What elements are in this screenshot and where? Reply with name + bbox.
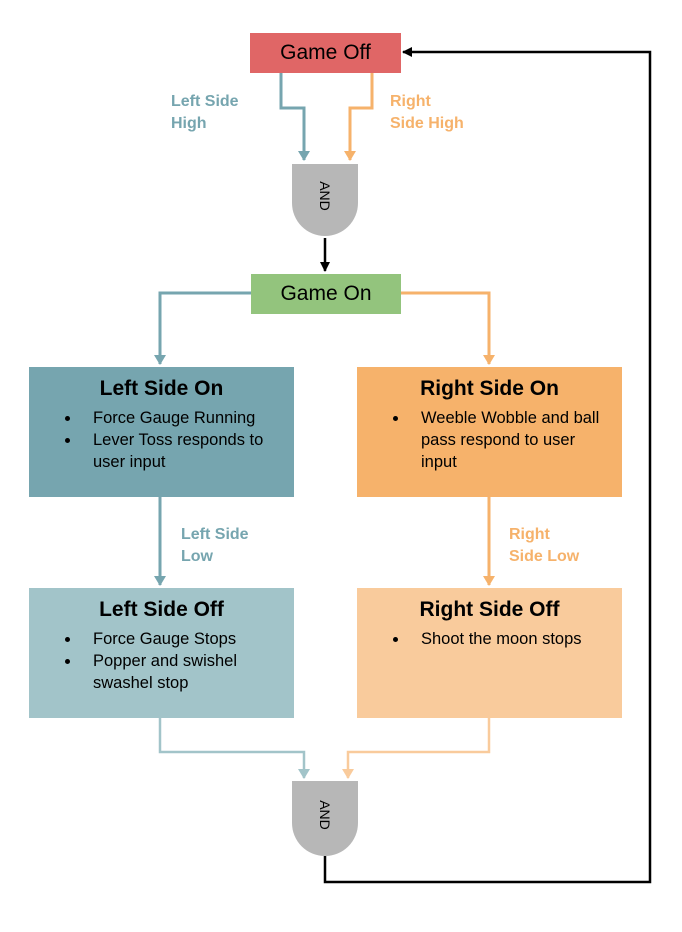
edge-label-right-high: Right Side High	[390, 91, 464, 135]
and-gate-top-label: AND	[317, 181, 333, 211]
list-item: Force Gauge Running	[81, 407, 280, 429]
edge-label-line: Left Side	[181, 526, 249, 543]
node-game-on: Game On	[251, 274, 401, 314]
edge-label-left-high: Left Side High	[171, 91, 239, 135]
edge-loop-back	[323, 47, 652, 884]
list-item: Lever Toss responds to user input	[81, 429, 280, 473]
node-left-side-on-list: Force Gauge Running Lever Toss responds …	[43, 407, 280, 473]
node-game-on-label: Game On	[280, 282, 372, 305]
edge-label-line: High	[171, 115, 207, 132]
node-right-side-off: Right Side Off Shoot the moon stops	[357, 588, 622, 718]
list-item: Popper and swishel swashel stop	[81, 650, 280, 694]
edge-label-line: Side High	[390, 115, 464, 132]
node-game-off: Game Off	[250, 33, 401, 73]
list-item: Shoot the moon stops	[409, 628, 608, 650]
and-gate-bottom-shape	[292, 781, 358, 856]
edge-right-off-to-and	[342, 718, 491, 779]
node-left-side-off: Left Side Off Force Gauge Stops Popper a…	[29, 588, 294, 718]
edge-right-high	[344, 73, 374, 161]
and-gate-bottom-label: AND	[317, 800, 333, 830]
edge-left-off-to-and	[158, 718, 310, 779]
edge-game-on-right	[401, 291, 495, 365]
node-right-side-on-title: Right Side On	[420, 377, 559, 400]
edge-label-right-low: Right Side Low	[509, 524, 579, 568]
node-left-side-on-title: Left Side On	[99, 377, 224, 400]
node-left-side-off-list: Force Gauge Stops Popper and swishel swa…	[43, 628, 280, 694]
node-left-side-on: Left Side On Force Gauge Running Lever T…	[29, 367, 294, 497]
list-item: Weeble Wobble and ball pass respond to u…	[409, 407, 608, 473]
node-right-side-on-list: Weeble Wobble and ball pass respond to u…	[371, 407, 608, 473]
edge-game-on-left	[154, 291, 251, 365]
edge-label-line: Low	[181, 548, 213, 565]
edge-label-line: Right	[509, 526, 550, 543]
node-game-off-label: Game Off	[280, 41, 371, 64]
edge-label-line: Right	[390, 93, 431, 110]
edge-label-line: Left Side	[171, 93, 239, 110]
node-right-side-off-list: Shoot the moon stops	[371, 628, 608, 650]
node-left-side-off-title: Left Side Off	[99, 598, 224, 621]
edge-label-line: Side Low	[509, 548, 580, 565]
and-gate-top-shape	[292, 164, 358, 236]
node-right-side-off-title: Right Side Off	[419, 598, 560, 621]
edge-left-high	[279, 73, 310, 161]
node-right-side-on: Right Side On Weeble Wobble and ball pas…	[357, 367, 622, 497]
list-item: Force Gauge Stops	[81, 628, 280, 650]
edge-label-left-low: Left Side Low	[181, 524, 249, 568]
